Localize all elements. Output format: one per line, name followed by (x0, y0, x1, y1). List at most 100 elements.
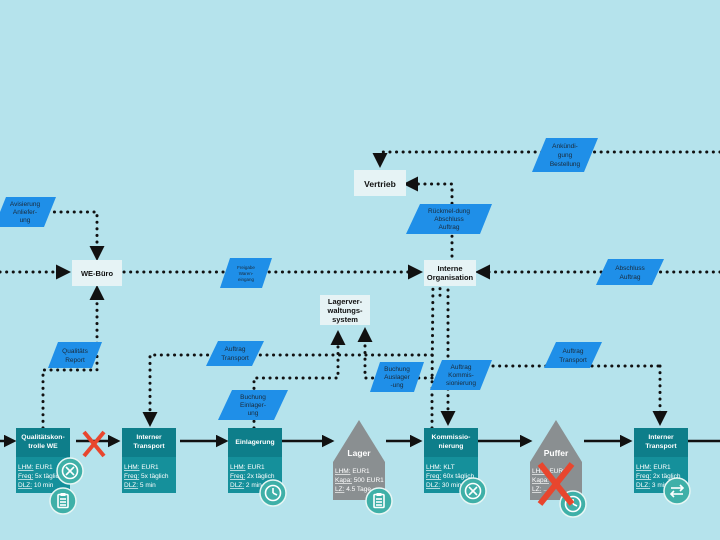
svg-text:Auftrag: Auftrag (225, 346, 246, 353)
lvs-line-2: waltungs- (327, 306, 364, 315)
process-title: trolle WE (28, 443, 58, 450)
flow-interne-down (430, 280, 435, 430)
svg-text:Bestellung: Bestellung (550, 161, 581, 168)
clock-icon (259, 479, 287, 507)
process-title: Transport (133, 443, 165, 450)
cancel-icon (56, 457, 84, 485)
process-attribute: LHM: EUR1 (636, 464, 671, 471)
doc-buchung-einlagerung[interactable]: Buchung Einlager- ung (218, 390, 288, 420)
doc-freigabe-wareneingang[interactable]: Freigabe Waren- eingang (220, 258, 272, 288)
doc-buchung-auslagerung[interactable]: Buchung Auslager -ung (370, 362, 424, 392)
svg-text:Auslager: Auslager (384, 374, 410, 381)
svg-text:Abschluss: Abschluss (434, 216, 464, 223)
flow-buchung-auslagerung (357, 327, 434, 380)
lvs-line-1: Lagerver- (328, 297, 363, 306)
svg-text:gung: gung (558, 152, 573, 159)
doc-auftrag-kommissionierung[interactable]: Auftrag Kommis- sionierung (430, 360, 492, 390)
doc-auftrag-transport-1[interactable]: Auftrag Transport (206, 341, 264, 366)
svg-text:Kommis-: Kommis- (448, 372, 474, 379)
svg-text:Abschluss: Abschluss (615, 265, 645, 272)
process-attribute: LHM: EUR1 (230, 464, 265, 471)
svg-text:ung: ung (248, 410, 259, 417)
svg-text:Ankündi-: Ankündi- (552, 143, 578, 150)
svg-text:Transport: Transport (559, 357, 587, 364)
svg-text:Auftrag: Auftrag (439, 224, 460, 231)
process-title: Kommissio- (432, 434, 471, 441)
process-attribute: DLZ: 10 min (18, 482, 54, 489)
swap-icon (663, 477, 691, 505)
interne-org-line-2: Organisation (427, 273, 474, 282)
inventory-title: Lager (347, 448, 371, 458)
svg-text:eingang: eingang (238, 277, 255, 282)
svg-text:ung: ung (20, 217, 31, 224)
svg-text:Freigabe: Freigabe (237, 265, 255, 270)
clipboard-icon (365, 487, 393, 515)
svg-text:Auftrag: Auftrag (451, 364, 472, 371)
doc-rueckmeldung-abschluss[interactable]: Rückmel-dung Abschluss Auftrag (406, 204, 492, 234)
svg-text:Einlager-: Einlager- (240, 402, 266, 409)
interne-org-line-1: Interne (437, 264, 462, 273)
we-buero-label: WE-Büro (81, 269, 113, 278)
process-title: Transport (645, 443, 677, 450)
process-title: Interner (648, 434, 674, 441)
info-box-interne-organisation[interactable]: Interne Organisation (424, 260, 476, 286)
inventory-attribute: LZ: 4.5 Tage (335, 486, 371, 493)
process-title: Interner (136, 434, 162, 441)
process-title: Qualitätskon- (21, 434, 64, 441)
inventory-attribute: Kapa: 500 EUR1 (335, 477, 384, 484)
svg-text:-ung: -ung (390, 382, 403, 389)
doc-avisierung[interactable]: Avisierung Anliefer- ung (0, 197, 56, 227)
doc-qualitaets-report[interactable]: Qualitäts Report (48, 342, 102, 368)
inventory-attribute: LZ: ... (532, 486, 549, 493)
svg-text:Buchung: Buchung (240, 394, 266, 401)
svg-text:Rückmel-dung: Rückmel-dung (428, 208, 470, 215)
process-attribute: Freq: 5x täglich (124, 473, 169, 480)
cancel-icon (459, 477, 487, 505)
svg-text:Avisierung: Avisierung (10, 201, 41, 208)
svg-text:Qualitäts: Qualitäts (62, 348, 88, 355)
info-box-vertrieb[interactable]: Vertrieb (354, 170, 406, 196)
info-box-lagerverwaltungssystem[interactable]: Lagerver- waltungs- system (320, 295, 370, 325)
doc-abschluss-auftrag[interactable]: Abschluss Auftrag (596, 259, 664, 285)
flow-avisierung (26, 210, 105, 261)
svg-text:sionierung: sionierung (446, 380, 476, 387)
cross-mark (82, 430, 106, 458)
process-title: Einlagerung (235, 439, 274, 446)
info-box-we-buero[interactable]: WE-Büro (72, 260, 122, 286)
clipboard-icon (49, 487, 77, 515)
doc-auftrag-transport-2[interactable]: Auftrag Transport (544, 342, 602, 368)
inventory-attribute: LHM: EUR1 (532, 468, 567, 475)
process-attribute: LHM: KLT (426, 464, 455, 471)
doc-ankuendigung-bestellung[interactable]: Ankündi- gung Bestellung (532, 138, 598, 172)
process-attribute: Freq: 2x täglich (230, 473, 275, 480)
svg-text:Auftrag: Auftrag (620, 274, 641, 281)
inventory-title: Puffer (544, 448, 569, 458)
process-attribute: Freq: 5x täglich (18, 473, 63, 480)
process-attribute: LHM: EUR1 (18, 464, 53, 471)
svg-text:Buchung: Buchung (384, 366, 410, 373)
process-attribute: DLZ: 2 min (230, 482, 262, 489)
lvs-line-3: system (332, 315, 358, 324)
vertrieb-label: Vertrieb (364, 179, 396, 189)
process-attribute: Freq: 60x täglich (426, 473, 474, 480)
inventory-attribute: LHM: EUR1 (335, 468, 370, 475)
process-attribute: DLZ: 5 min (124, 482, 156, 489)
process-attribute: Freq: 2x täglich (636, 473, 681, 480)
svg-text:Auftrag: Auftrag (563, 348, 584, 355)
flow-qualitaet (41, 285, 105, 430)
svg-text:Report: Report (65, 357, 85, 364)
svg-text:Anliefer-: Anliefer- (13, 209, 37, 216)
svg-text:Transport: Transport (221, 355, 249, 362)
process-attribute: DLZ: 3 min (636, 482, 668, 489)
flow-rueckmeldung (403, 176, 454, 192)
process-title: nierung (439, 443, 464, 450)
